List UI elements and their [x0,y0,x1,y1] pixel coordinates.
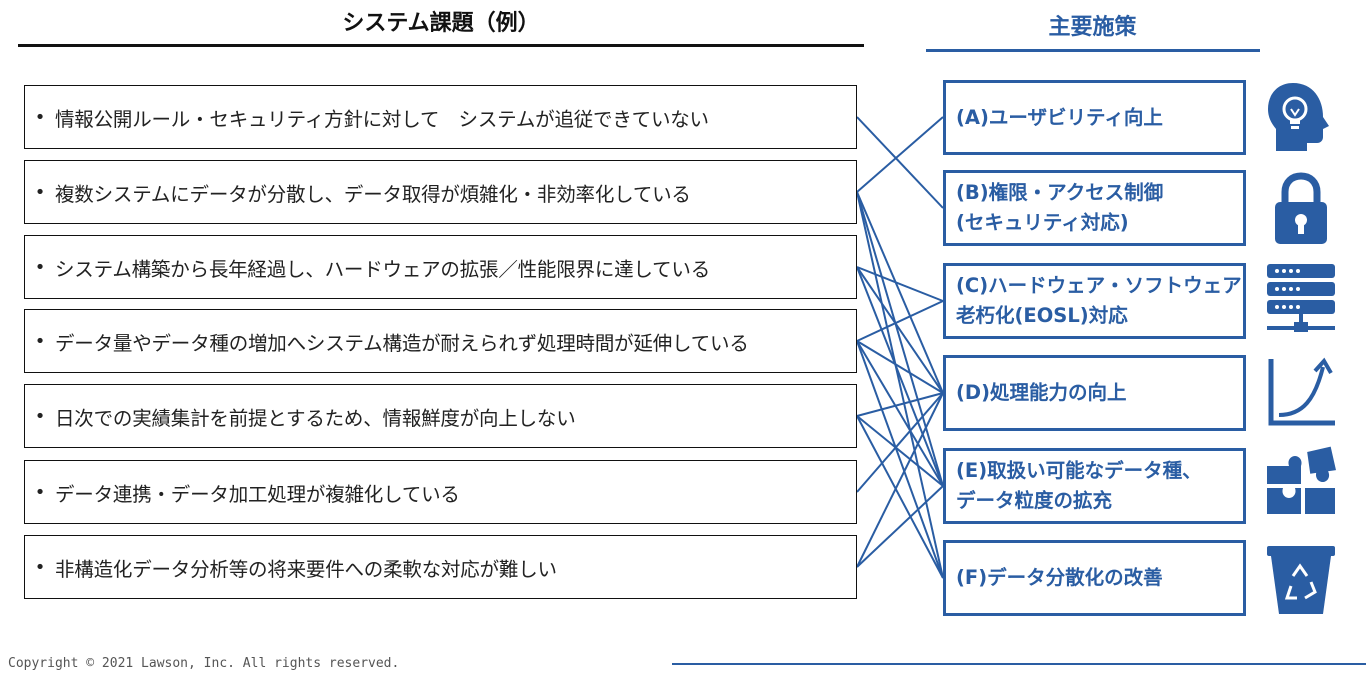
connector-line-2-f [856,191,944,579]
connector-line-3-d [856,266,944,394]
lightbulb-head-icon [1263,79,1339,155]
puzzle-icon [1263,446,1339,522]
issue-box-2: • 複数システムにデータが分散し、データ取得が煩雑化・非効率化している [24,160,857,224]
connector-line-5-d [856,392,944,417]
connector-line-4-d [856,340,944,394]
measures-heading: 主要施策 [1048,15,1137,40]
measures-heading-rule [926,49,1260,52]
bullet: • [34,481,46,503]
connector-line-2-a [856,116,944,193]
measure-label: (B)権限・アクセス制御 (セキュリティ対応) [956,181,1164,234]
connector-line-5-f [856,415,944,579]
issue-box-5: • 日次での実績集計を前提とするため、情報鮮度が向上しない [24,384,857,448]
issue-text: データ連携・データ加工処理が複雑化している [55,482,460,506]
issue-text: システム構築から長年経過し、ハードウェアの拡張／性能限界に達している [55,257,711,281]
measure-box-f: (F)データ分散化の改善 [943,540,1246,616]
connector-line-4-f [856,340,944,579]
connector-line-7-d [856,392,944,568]
connector-line-3-c [856,266,944,302]
bullet: • [34,556,46,578]
connector-line-4-c [856,300,944,342]
copyright-text: Copyright © 2021 Lawson, Inc. All rights… [8,656,400,671]
connector-line-2-e [856,191,944,487]
measure-label: (A)ユーザビリティ向上 [956,105,1163,129]
connector-line-6-d [856,392,944,493]
connector-line-3-e [856,266,944,487]
measure-label: (E)取扱い可能なデータ種、 データ粒度の拡充 [956,459,1202,512]
measure-box-a: (A)ユーザビリティ向上 [943,80,1246,155]
connector-line-4-e [856,340,944,487]
issue-box-3: • システム構築から長年経過し、ハードウェアの拡張／性能限界に達している [24,235,857,299]
connector-line-2-d [856,191,944,394]
issue-box-7: • 非構造化データ分析等の将来要件への柔軟な対応が難しい [24,535,857,599]
issue-box-1: • 情報公開ルール・セキュリティ方針に対して システムが追従できていない [24,85,857,149]
measure-label: (F)データ分散化の改善 [956,566,1163,589]
footer-rule [672,663,1366,665]
bullet: • [34,405,46,427]
measure-box-d: (D)処理能力の向上 [943,355,1246,431]
issue-text: 日次での実績集計を前提とするため、情報鮮度が向上しない [55,406,576,430]
measure-label: (D)処理能力の向上 [956,381,1127,404]
issue-text: 複数システムにデータが分散し、データ取得が煩雑化・非効率化している [55,182,691,206]
connector-line-1-b [856,116,944,209]
measure-box-e: (E)取扱い可能なデータ種、 データ粒度の拡充 [943,448,1246,524]
issues-heading: システム課題（例） [342,11,540,36]
bullet: • [34,181,46,203]
issue-box-4: • データ量やデータ種の増加へシステム構造が耐えられず処理時間が延伸している [24,309,857,373]
measure-box-c: (C)ハードウェア・ソフトウェア 老朽化(EOSL)対応 [943,263,1246,339]
measure-box-b: (B)権限・アクセス制御 (セキュリティ対応) [943,170,1246,246]
issue-text: データ量やデータ種の増加へシステム構造が耐えられず処理時間が延伸している [55,331,749,355]
recycle-bin-icon [1263,540,1339,616]
issue-text: 情報公開ルール・セキュリティ方針に対して システムが追従できていない [55,107,709,131]
server-icon [1263,262,1339,338]
measure-label: (C)ハードウェア・ソフトウェア 老朽化(EOSL)対応 [956,274,1242,327]
bullet: • [34,330,46,352]
bullet: • [34,106,46,128]
connector-line-5-e [856,415,944,487]
connector-line-7-e [856,485,944,568]
issue-box-6: • データ連携・データ加工処理が複雑化している [24,460,857,524]
growth-curve-icon [1263,355,1339,431]
issues-heading-rule [18,44,864,47]
issue-text: 非構造化データ分析等の将来要件への柔軟な対応が難しい [55,557,557,581]
padlock-icon [1263,170,1339,246]
bullet: • [34,256,46,278]
